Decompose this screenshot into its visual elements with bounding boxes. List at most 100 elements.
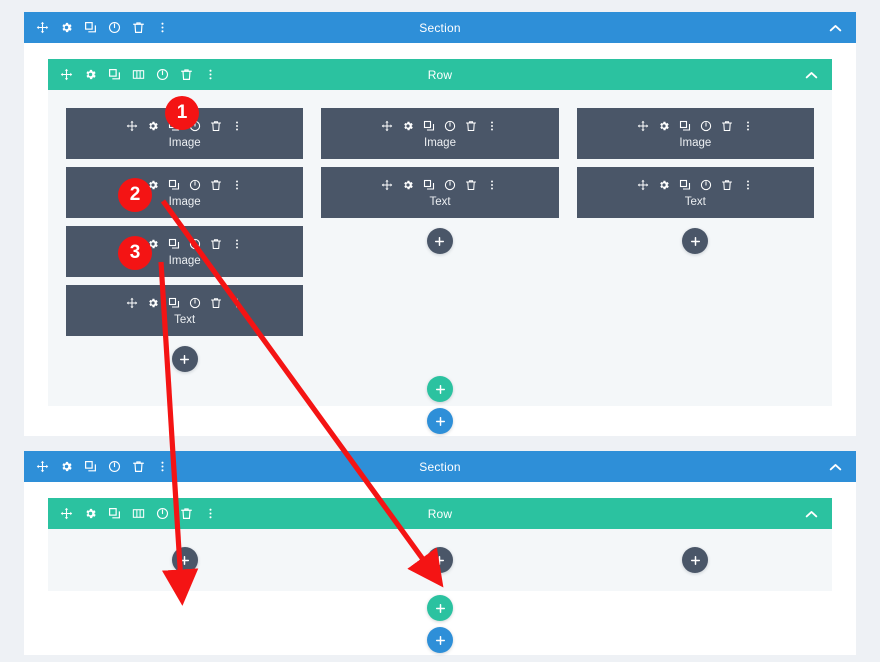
move-icon[interactable]	[126, 120, 138, 132]
more-options-icon[interactable]	[486, 179, 498, 191]
more-options-icon[interactable]	[204, 507, 217, 520]
more-options-icon[interactable]	[231, 179, 243, 191]
more-options-icon[interactable]	[231, 297, 243, 309]
trash-icon[interactable]	[210, 297, 222, 309]
duplicate-icon[interactable]	[84, 21, 97, 34]
module-text[interactable]: Text	[321, 167, 559, 218]
more-options-icon[interactable]	[486, 120, 498, 132]
duplicate-icon[interactable]	[168, 238, 180, 250]
move-icon[interactable]	[381, 179, 393, 191]
gear-icon[interactable]	[402, 179, 414, 191]
add-module-button[interactable]	[682, 547, 709, 573]
add-module-button[interactable]	[171, 346, 198, 372]
add-module-button[interactable]	[682, 228, 709, 254]
trash-icon[interactable]	[210, 120, 222, 132]
annotation-badge-number: 2	[129, 184, 141, 205]
duplicate-icon[interactable]	[679, 179, 691, 191]
duplicate-icon[interactable]	[679, 120, 691, 132]
gear-icon[interactable]	[147, 297, 159, 309]
duplicate-icon[interactable]	[423, 120, 435, 132]
duplicate-icon[interactable]	[84, 460, 97, 473]
move-icon[interactable]	[637, 179, 649, 191]
gear-icon[interactable]	[147, 238, 159, 250]
trash-icon[interactable]	[465, 120, 477, 132]
module-text[interactable]: Text	[576, 167, 814, 218]
section-2-collapse-toggle[interactable]	[829, 462, 842, 471]
gear-icon[interactable]	[84, 68, 97, 81]
row-2-column-3	[577, 547, 814, 573]
duplicate-icon[interactable]	[423, 179, 435, 191]
add-section-button[interactable]	[427, 627, 453, 653]
gear-icon[interactable]	[658, 179, 670, 191]
power-toggle-icon[interactable]	[700, 120, 712, 132]
add-module-button[interactable]	[426, 547, 453, 573]
power-toggle-icon[interactable]	[108, 460, 121, 473]
move-icon[interactable]	[36, 460, 49, 473]
more-options-icon[interactable]	[742, 179, 754, 191]
section-2-header[interactable]: Section	[24, 451, 856, 482]
power-toggle-icon[interactable]	[156, 507, 169, 520]
row-1-header[interactable]: Row	[48, 59, 832, 90]
power-toggle-icon[interactable]	[700, 179, 712, 191]
move-icon[interactable]	[381, 120, 393, 132]
trash-icon[interactable]	[465, 179, 477, 191]
power-toggle-icon[interactable]	[108, 21, 121, 34]
gear-icon[interactable]	[402, 120, 414, 132]
row-2-header[interactable]: Row	[48, 498, 832, 529]
column-layout-icon[interactable]	[132, 507, 145, 520]
trash-icon[interactable]	[132, 21, 145, 34]
module-label: Image	[679, 137, 712, 149]
gear-icon[interactable]	[60, 460, 73, 473]
duplicate-icon[interactable]	[108, 68, 121, 81]
module-text[interactable]: Text	[66, 285, 304, 336]
move-icon[interactable]	[60, 68, 73, 81]
more-options-icon[interactable]	[231, 120, 243, 132]
section-1-header[interactable]: Section	[24, 12, 856, 43]
move-icon[interactable]	[637, 120, 649, 132]
add-module-button[interactable]	[426, 228, 453, 254]
move-icon[interactable]	[36, 21, 49, 34]
gear-icon[interactable]	[147, 179, 159, 191]
duplicate-icon[interactable]	[108, 507, 121, 520]
column-layout-icon[interactable]	[132, 68, 145, 81]
trash-icon[interactable]	[180, 507, 193, 520]
gear-icon[interactable]	[60, 21, 73, 34]
more-options-icon[interactable]	[742, 120, 754, 132]
more-options-icon[interactable]	[156, 460, 169, 473]
trash-icon[interactable]	[132, 460, 145, 473]
module-image[interactable]: Image	[321, 108, 559, 159]
trash-icon[interactable]	[210, 179, 222, 191]
duplicate-icon[interactable]	[168, 297, 180, 309]
add-module-button[interactable]	[171, 547, 198, 573]
duplicate-icon[interactable]	[168, 179, 180, 191]
add-row-button[interactable]	[427, 595, 453, 621]
power-toggle-icon[interactable]	[189, 297, 201, 309]
power-toggle-icon[interactable]	[444, 120, 456, 132]
move-icon[interactable]	[60, 507, 73, 520]
add-section-button[interactable]	[427, 408, 453, 434]
section-1-collapse-toggle[interactable]	[829, 23, 842, 32]
add-row-button[interactable]	[427, 376, 453, 402]
module-image[interactable]: Image	[66, 226, 304, 277]
row-1-collapse-toggle[interactable]	[805, 70, 818, 79]
trash-icon[interactable]	[180, 68, 193, 81]
module-image[interactable]: Image	[576, 108, 814, 159]
plus-icon	[690, 555, 701, 566]
power-toggle-icon[interactable]	[189, 179, 201, 191]
row-2-collapse-toggle[interactable]	[805, 509, 818, 518]
gear-icon[interactable]	[147, 120, 159, 132]
more-options-icon[interactable]	[156, 21, 169, 34]
trash-icon[interactable]	[721, 120, 733, 132]
section-2: Section	[24, 451, 856, 655]
move-icon[interactable]	[126, 297, 138, 309]
more-options-icon[interactable]	[231, 238, 243, 250]
power-toggle-icon[interactable]	[444, 179, 456, 191]
more-options-icon[interactable]	[204, 68, 217, 81]
power-toggle-icon[interactable]	[189, 238, 201, 250]
gear-icon[interactable]	[658, 120, 670, 132]
power-toggle-icon[interactable]	[156, 68, 169, 81]
trash-icon[interactable]	[210, 238, 222, 250]
trash-icon[interactable]	[721, 179, 733, 191]
module-image[interactable]: Image	[66, 167, 304, 218]
gear-icon[interactable]	[84, 507, 97, 520]
